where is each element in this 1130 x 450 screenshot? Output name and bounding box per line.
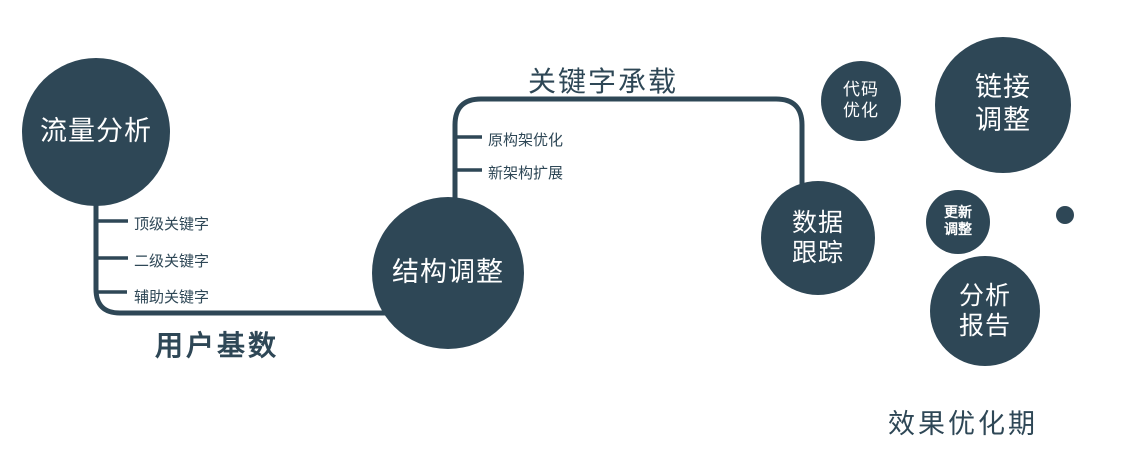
node-analysis-report: 分析 报告 — [930, 256, 1040, 366]
node-code-optimize: 代码 优化 — [821, 61, 901, 141]
node-data-tracking: 数据 跟踪 — [761, 181, 875, 295]
node-small-dot — [1056, 206, 1074, 224]
node-label: 代码 — [843, 80, 879, 101]
node-label: 报告 — [958, 311, 1011, 340]
node-label: 链接 — [975, 72, 1031, 104]
connector-structure-to-data — [452, 96, 805, 207]
node-label: 更新 — [944, 204, 972, 221]
tick-label-second-keyword: 二级关键字 — [134, 252, 210, 270]
node-link-adjust: 链接 调整 — [935, 37, 1071, 173]
node-structure-adjust: 结构调整 — [372, 197, 524, 349]
node-label: 流量分析 — [40, 115, 152, 147]
node-update-adjust: 更新 调整 — [926, 190, 990, 254]
tick-label-orig-arch: 原构架优化 — [488, 131, 564, 149]
tick-label-new-arch: 新架构扩展 — [488, 164, 564, 182]
node-label: 调整 — [975, 105, 1031, 136]
edge-label-user-base: 用户基数 — [155, 329, 280, 362]
node-label: 数据 — [791, 207, 844, 237]
footer-effect-period: 效果优化期 — [888, 409, 1038, 440]
node-label: 分析 — [958, 280, 1011, 310]
tick-label-top-keyword: 顶级关键字 — [134, 215, 210, 233]
node-label: 调整 — [944, 222, 972, 238]
node-label: 优化 — [843, 101, 879, 121]
tick-label-aux-keyword: 辅助关键字 — [134, 288, 210, 306]
edge-label-keyword-carry: 关键字承载 — [528, 65, 679, 98]
node-traffic-analysis: 流量分析 — [22, 58, 170, 206]
node-label: 跟踪 — [791, 238, 844, 267]
node-label: 结构调整 — [392, 256, 504, 288]
